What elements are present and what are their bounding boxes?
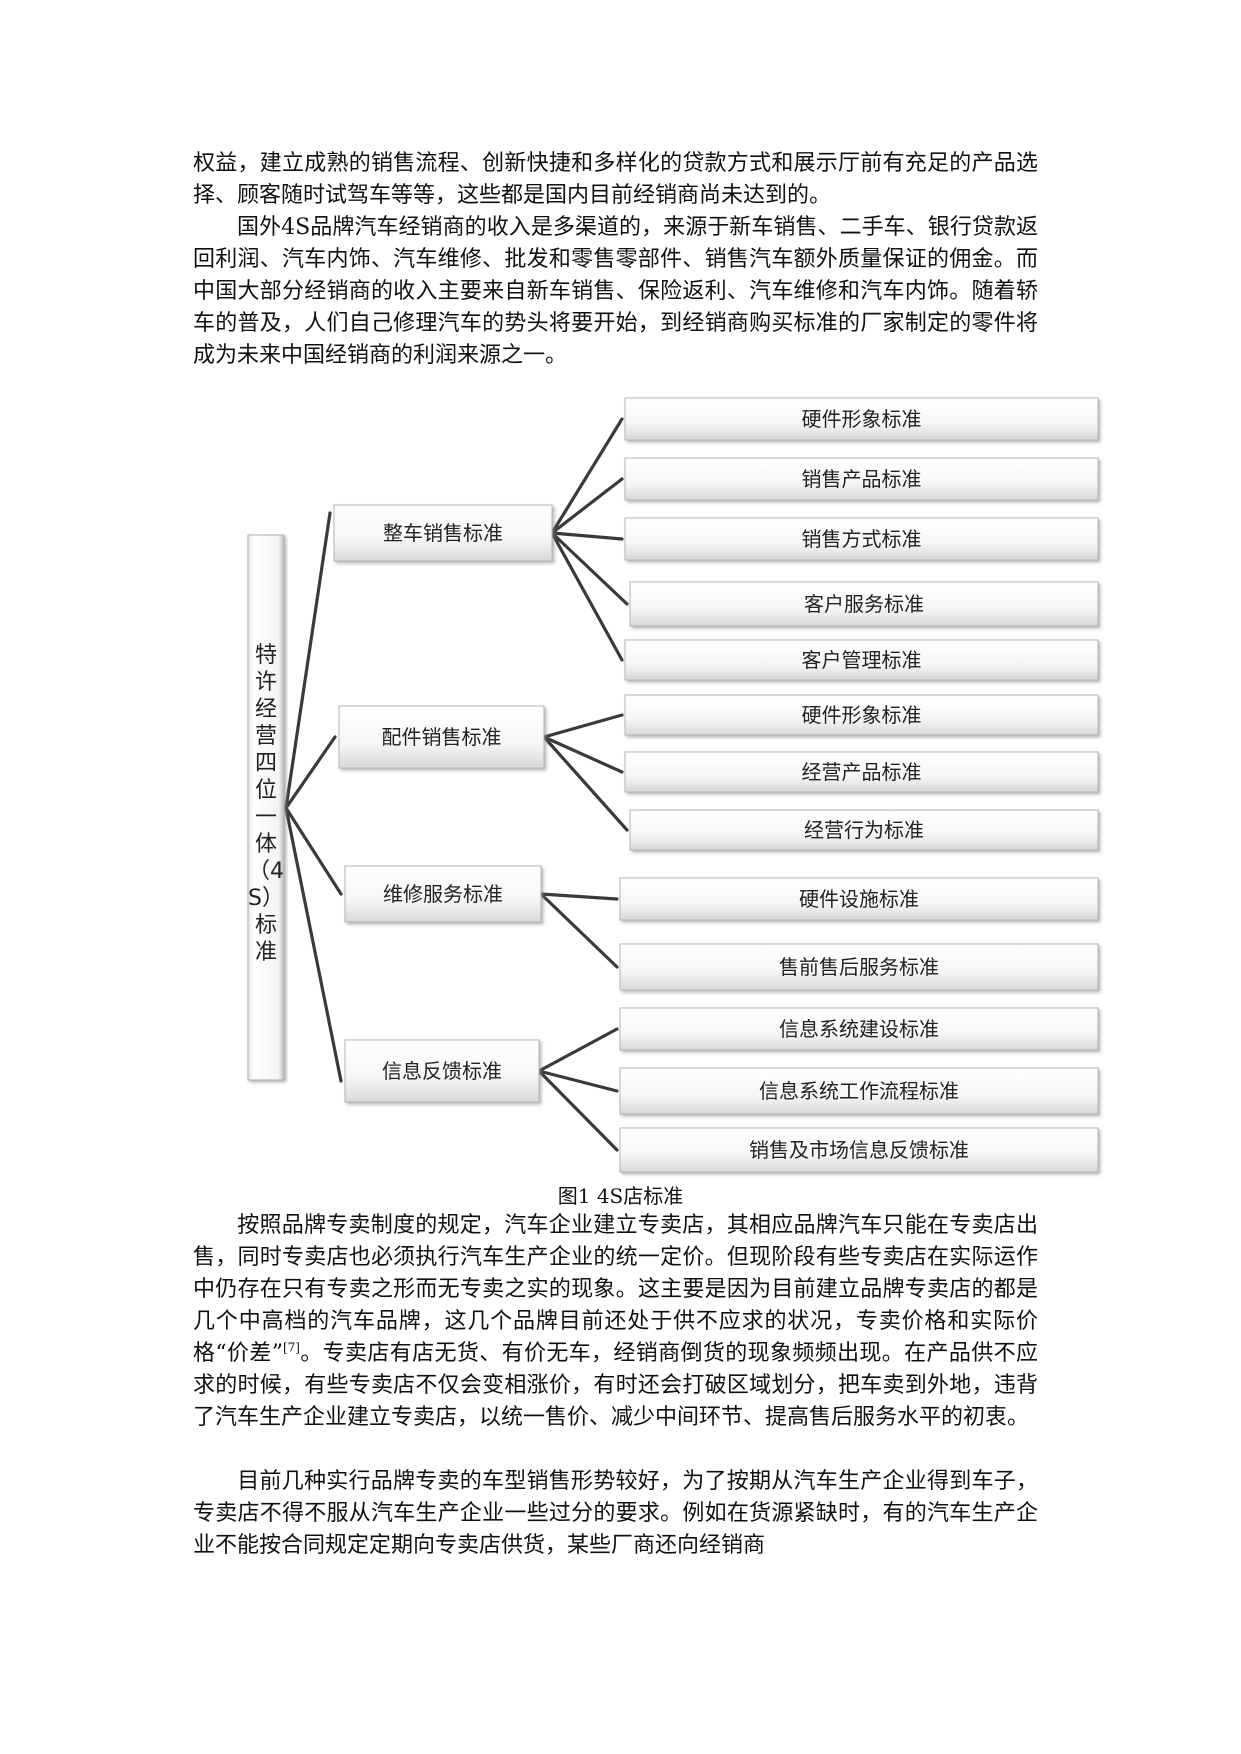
category-3-label: 维修服务标准 [383,882,503,906]
standard-item-label: 经营行为标准 [804,818,924,842]
standard-item-label: 销售产品标准 [802,467,922,491]
root-label-char: 经 [255,697,277,722]
standard-item-box [624,639,1099,681]
connector-line [537,1027,619,1073]
standard-item-label: 销售方式标准 [802,527,922,551]
standard-item-label: 售前售后服务标准 [779,955,939,979]
standard-item-box [624,751,1099,793]
root-label-char: 四 [255,751,277,776]
connector-line [537,1069,619,1093]
diagram-boxes: 特许经营四位一体（4S）标准整车销售标准硬件形象标准销售产品标准销售方式标准客户… [247,397,1099,1173]
citation-ref[interactable]: [7] [282,1340,300,1355]
4s-standards-diagram: 特许经营四位一体（4S）标准整车销售标准硬件形象标准销售产品标准销售方式标准客户… [247,397,1099,1173]
paragraph-2: 国外4S品牌汽车经销商的收入是多渠道的，来源于新车销售、二手车、银行贷款返回利润… [193,215,1038,368]
standard-item-box [624,517,1099,561]
standard-item-label: 信息系统建设标准 [779,1017,939,1041]
root-label-char: 体 [255,832,277,857]
standard-item-label: 经营产品标准 [802,760,922,784]
standard-item-label: 硬件形象标准 [802,703,922,727]
connector-line [542,713,624,739]
connector-line [284,735,337,810]
standard-item-box [619,877,1099,921]
category-1-box [333,504,553,562]
connector-line [550,417,624,535]
paragraph-3: 按照品牌专卖制度的规定，汽车企业建立专卖店，其相应品牌汽车只能在专卖店出售，同时… [193,1213,1038,1430]
connector-line [542,735,629,832]
standard-item-label: 客户管理标准 [802,648,922,672]
category-1-label: 整车销售标准 [383,521,503,545]
standard-item-label: 客户服务标准 [804,592,924,616]
connector-line [550,531,629,606]
category-4-box [344,1039,540,1103]
category-2-label: 配件销售标准 [382,725,502,749]
connector-line [539,892,619,969]
root-label-char: 营 [255,724,277,749]
standard-item-box [629,809,1099,851]
connector-lines [284,417,629,1152]
root-label-char: （4 [248,859,284,884]
root-label-char: 位 [255,778,277,803]
standard-item-box [619,1067,1099,1115]
category-3-box [344,865,542,923]
paragraph-4: 目前几种实行品牌专卖的车型销售形势较好，为了按期从汽车生产企业得到车子，专卖店不… [193,1469,1038,1558]
root-label-char: 准 [255,940,277,965]
connector-line [539,892,619,901]
paragraph-1: 权益，建立成熟的销售流程、创新快捷和多样化的贷款方式和展示厅前有充足的产品选择、… [193,151,1038,208]
connector-line [284,511,332,810]
root-label-char: S） [248,886,284,911]
connector-line [550,531,624,662]
category-2-box [338,705,545,769]
standard-item-label: 信息系统工作流程标准 [759,1079,959,1103]
connector-line [537,1069,619,1152]
root-box [247,534,285,1081]
standard-item-label: 硬件形象标准 [802,407,922,431]
standard-item-box [619,1007,1099,1051]
connector-line [550,531,624,541]
root-label-char: 许 [255,670,277,695]
standard-item-box [619,1127,1099,1173]
figure-caption: 图1 4S店标准 [557,1184,684,1208]
connector-line [550,477,624,535]
standard-item-box [629,581,1099,627]
category-4-label: 信息反馈标准 [382,1059,502,1083]
connector-line [284,806,343,1083]
standard-item-label: 硬件设施标准 [799,887,919,911]
standard-item-box [619,943,1099,991]
standard-item-box [624,457,1099,501]
standard-item-box [624,694,1099,736]
standard-item-label: 销售及市场信息反馈标准 [749,1138,969,1162]
connector-line [284,806,343,896]
root-label-char: 一 [255,805,277,830]
standard-item-box [624,397,1099,441]
root-label-char: 特 [255,643,277,668]
root-label-char: 标 [255,913,277,938]
connector-line [542,735,624,774]
